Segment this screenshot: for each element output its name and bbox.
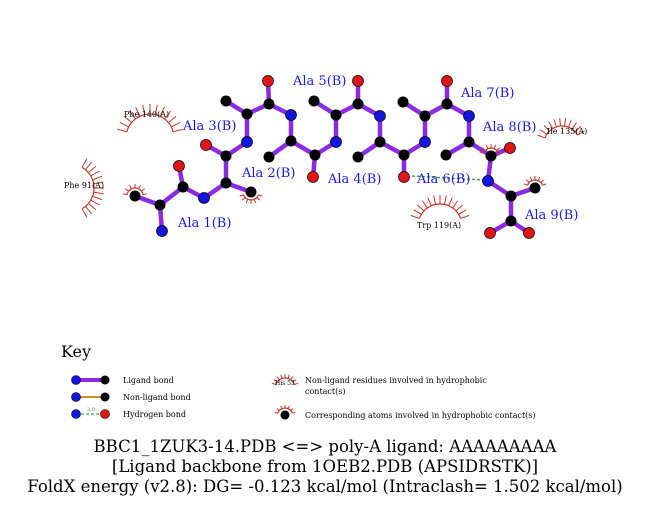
carbon-atom <box>485 150 497 162</box>
oxygen-atom <box>504 142 516 154</box>
carbon-atom <box>285 135 297 147</box>
nitrogen-atom <box>374 110 386 122</box>
hydrophobic-arc-ile135 <box>537 118 585 139</box>
legend-residue-arc-icon <box>271 374 299 386</box>
oxygen-atom <box>352 75 364 87</box>
legend-hydrogen-bond: 3.0 Hydrogen bond <box>71 407 186 419</box>
hydrophobic-contacts <box>81 104 585 219</box>
legend-hydrogen-bond-label: Hydrogen bond <box>123 410 186 419</box>
legend-hydrophobic-residues-label: Non-ligand residues involved in hydropho… <box>305 376 487 385</box>
nitrogen-atom <box>241 136 253 148</box>
ligand-bonds <box>132 78 538 236</box>
residue-label-ala6: Ala 6(B) <box>416 172 470 187</box>
oxygen-atom <box>307 171 319 183</box>
hydrophobic-arc-phe91 <box>81 158 104 218</box>
carbon-atom <box>220 177 232 189</box>
oxygen-atom <box>200 139 212 151</box>
carbon-atom <box>154 199 166 211</box>
hydrogen-bonds <box>411 175 485 181</box>
nitrogen-atom <box>198 192 210 204</box>
hydrophobic-residue-labels: Phe 140(A) Phe 91(A) Ile 135(A) Trp 119(… <box>64 110 587 230</box>
carbon-atom <box>330 109 342 121</box>
carbon-atom <box>263 98 275 110</box>
legend-nonligand-bond: Non-ligand bond <box>71 392 191 402</box>
hydrophobic-atom-arc <box>479 144 503 154</box>
nitrogen-atom <box>285 109 297 121</box>
legend-ligand-bond: Ligand bond <box>71 375 174 385</box>
residue-label-ala5: Ala 5(B) <box>292 74 346 89</box>
legend-atom-arc-icon <box>274 405 296 414</box>
caption-line-2: [Ligand backbone from 1OEB2.PDB (APSIDRS… <box>112 457 538 476</box>
hydrophobic-label-phe91: Phe 91(A) <box>64 181 104 190</box>
oxygen-atom <box>173 160 185 172</box>
residue-label-ala9: Ala 9(B) <box>524 208 578 223</box>
legend: Key Ligand bond Non-ligand bond 3.0 Hydr… <box>61 342 536 420</box>
caption-line-1: BBC1_1ZUK3-14.PDB <=> poly-A ligand: AAA… <box>94 437 558 456</box>
hydrophobic-label-phe140: Phe 140(A) <box>124 110 169 119</box>
carbon-atom <box>505 190 517 202</box>
hydrophobic-arc-trp119 <box>410 195 470 219</box>
hydrophobic-atom-arc <box>523 176 547 186</box>
carbon-atom <box>398 149 410 161</box>
nitrogen-atom <box>330 136 342 148</box>
carbon-atom <box>505 215 517 227</box>
carbon-atom <box>177 181 189 193</box>
carbon-atom <box>440 149 452 161</box>
nitrogen-atom <box>463 110 475 122</box>
oxygen-atom <box>523 227 535 239</box>
nitrogen-atom <box>419 136 431 148</box>
carbon-atom <box>241 108 253 120</box>
legend-ligand-bond-label: Ligand bond <box>123 376 174 385</box>
legend-hydrophobic-residues-label-cont: contact(s) <box>305 387 345 396</box>
hydrophobic-arc-phe140 <box>117 104 183 133</box>
legend-title: Key <box>61 342 91 361</box>
residue-label-ala4: Ala 4(B) <box>327 172 381 187</box>
legend-hydrophobic-atoms-label: Corresponding atoms involved in hydropho… <box>305 411 536 420</box>
carbon-atom <box>441 98 453 110</box>
residue-labels: Ala 1(B) Ala 2(B) Ala 3(B) Ala 4(B) Ala … <box>177 74 578 231</box>
carbon-atom <box>352 151 364 163</box>
carbon-atom <box>308 95 320 107</box>
residue-label-ala8: Ala 8(B) <box>482 120 536 135</box>
carbon-atom <box>220 95 232 107</box>
carbon-atom <box>419 110 431 122</box>
carbon-atom <box>463 136 475 148</box>
carbon-atom <box>397 96 409 108</box>
carbon-atom <box>374 136 386 148</box>
carbon-atom <box>245 186 257 198</box>
carbon-atom <box>529 182 541 194</box>
legend-hydrophobic-atom: Corresponding atoms involved in hydropho… <box>274 405 536 420</box>
hydrophobic-atom-arc <box>123 184 147 196</box>
carbon-atom <box>309 149 321 161</box>
carbon-atom <box>352 98 364 110</box>
legend-sample-residue: His 53 <box>275 380 295 387</box>
hydrophobic-atom-arc <box>239 194 263 204</box>
residue-label-ala2: Ala 2(B) <box>241 166 295 181</box>
carbon-atom <box>129 190 141 202</box>
ligand-atoms <box>129 75 541 239</box>
residue-label-ala1: Ala 1(B) <box>177 216 231 231</box>
oxygen-atom <box>262 75 274 87</box>
carbon-atom <box>263 151 275 163</box>
nitrogen-atom <box>156 225 168 237</box>
caption: BBC1_1ZUK3-14.PDB <=> poly-A ligand: AAA… <box>27 437 622 496</box>
oxygen-atom <box>398 171 410 183</box>
carbon-atom <box>220 150 232 162</box>
caption-line-3: FoldX energy (v2.8): DG= -0.123 kcal/mol… <box>27 477 622 496</box>
legend-hbond-distance: 3.0 <box>87 407 95 413</box>
legend-hydrophobic-residue: His 53 Non-ligand residues involved in h… <box>271 374 487 396</box>
oxygen-atom <box>484 227 496 239</box>
oxygen-atom <box>441 75 453 87</box>
residue-label-ala3: Ala 3(B) <box>182 119 236 134</box>
legend-nonligand-bond-label: Non-ligand bond <box>123 393 191 402</box>
hydrophobic-label-ile135: Ile 135(A) <box>547 127 587 136</box>
hydrogen-bond <box>411 175 485 181</box>
hydrophobic-label-trp119: Trp 119(A) <box>417 221 461 230</box>
nitrogen-atom <box>482 175 494 187</box>
residue-label-ala7: Ala 7(B) <box>460 86 514 101</box>
